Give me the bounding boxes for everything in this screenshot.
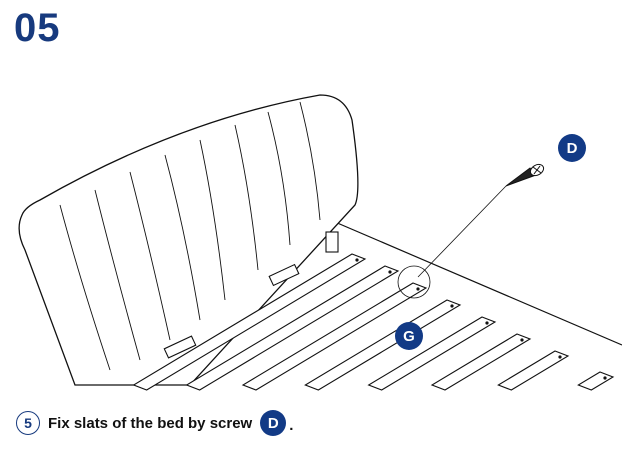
slat xyxy=(132,253,367,391)
screw-hole xyxy=(355,258,359,262)
slats xyxy=(132,253,615,391)
substep-number: 5 xyxy=(16,411,40,435)
screw-hole xyxy=(558,355,562,359)
instruction-line: 5 Fix slats of the bed by screw D . xyxy=(16,410,293,436)
step-number: 05 xyxy=(14,6,61,50)
screw-hole xyxy=(416,287,420,291)
bed-frame-edge xyxy=(334,221,622,346)
screw-hole xyxy=(450,304,454,308)
slat xyxy=(497,350,570,391)
slat xyxy=(430,333,532,391)
slat xyxy=(304,299,462,391)
instruction-period: . xyxy=(289,417,294,434)
brackets xyxy=(163,231,339,359)
screw-hole xyxy=(603,376,607,380)
screw-hole xyxy=(388,270,392,274)
slat xyxy=(185,265,400,391)
screw-hole xyxy=(485,321,489,325)
instruction-text: Fix slats of the bed by screw xyxy=(48,414,253,432)
screw-guide xyxy=(397,185,507,299)
part-d-badge: D xyxy=(558,134,586,162)
part-d-reference: D xyxy=(260,410,287,436)
headboard xyxy=(18,94,359,386)
slat xyxy=(241,282,428,391)
slat xyxy=(577,371,615,391)
screw-icon xyxy=(505,163,545,187)
screw-hole xyxy=(520,338,524,342)
slat xyxy=(367,316,497,391)
part-g-badge: G xyxy=(395,322,423,350)
